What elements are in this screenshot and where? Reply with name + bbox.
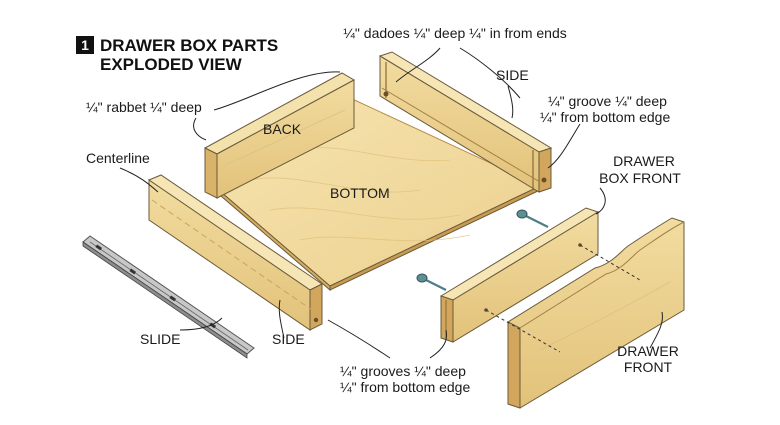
label-centerline: Centerline bbox=[86, 150, 150, 166]
label-groove-line-2: ¼" from bottom edge bbox=[540, 109, 670, 125]
label-grooves-line-1: ¼" grooves ¼" deep bbox=[340, 363, 466, 379]
label-rabbet: ¼" rabbet ¼" deep bbox=[86, 99, 202, 115]
figure-number: 1 bbox=[81, 37, 89, 53]
label-groove-line-1: ¼" groove ¼" deep bbox=[548, 93, 667, 109]
label-bottom: BOTTOM bbox=[330, 185, 390, 201]
back-panel bbox=[203, 72, 356, 199]
side-panel-right bbox=[378, 51, 553, 193]
screw-icon bbox=[516, 209, 549, 228]
figure-number-box bbox=[76, 36, 94, 54]
drawer-front bbox=[507, 217, 685, 409]
label-grooves-line-2: ¼" from bottom edge bbox=[340, 379, 470, 395]
label-box-front-line-2: BOX FRONT bbox=[599, 170, 681, 186]
alignment-line bbox=[485, 309, 561, 353]
label-side-left: SIDE bbox=[272, 331, 305, 347]
label-back: BACK bbox=[263, 121, 302, 137]
label-front-line-2: FRONT bbox=[624, 359, 673, 375]
side-panel-left bbox=[147, 174, 323, 331]
drawer-box-front bbox=[439, 207, 600, 343]
label-box-front-line-1: DRAWER bbox=[613, 153, 675, 169]
title-line-2: EXPLODED VIEW bbox=[100, 55, 243, 74]
figure-title: 1 DRAWER BOX PARTS EXPLODED VIEW bbox=[76, 36, 278, 74]
label-dadoes: ¼" dadoes ¼" deep ¼" in from ends bbox=[343, 25, 567, 41]
label-slide: SLIDE bbox=[140, 331, 180, 347]
label-side-right: SIDE bbox=[496, 67, 529, 83]
leader-lines bbox=[119, 47, 663, 359]
screw-icon bbox=[416, 273, 447, 291]
label-front-line-1: DRAWER bbox=[617, 343, 679, 359]
title-line-1: DRAWER BOX PARTS bbox=[100, 36, 278, 55]
